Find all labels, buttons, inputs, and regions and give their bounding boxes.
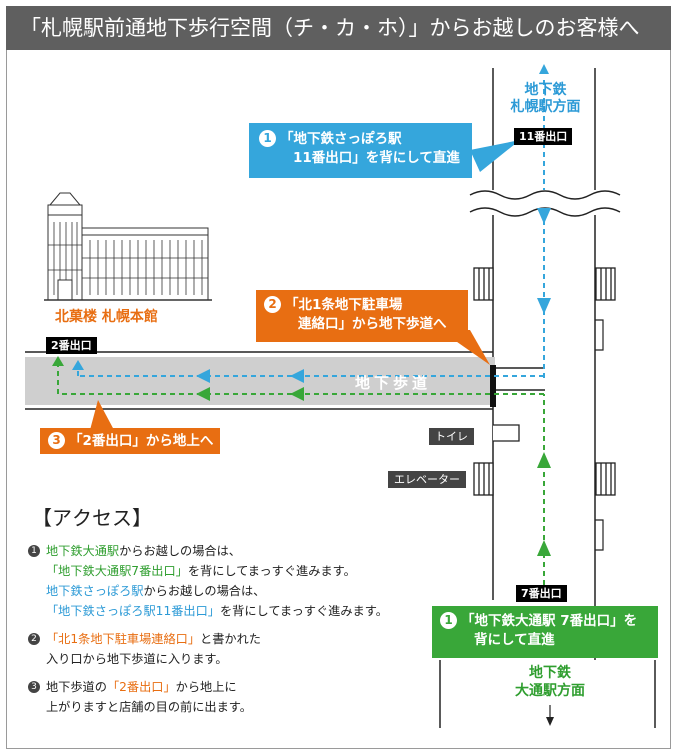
text: 上がりますと店舗の目の前に出ます。 (46, 700, 252, 714)
text-highlight: 地下鉄さっぽろ駅 (46, 584, 144, 598)
exit-7-label: 7番出口 (516, 585, 567, 602)
callout-number: 1 (259, 130, 276, 147)
blue-callout-pointer (470, 140, 520, 172)
callout-sapporo-exit11: 1「地下鉄さっぽろ駅 11番出口」を背にして直進 (249, 123, 472, 178)
building-illustration (44, 192, 212, 301)
south-station-label: 地下鉄 大通駅方面 (490, 664, 610, 700)
bullet-number: 1 (28, 545, 40, 557)
text-highlight: 地下鉄大通駅 (46, 544, 120, 558)
callout-line2: 背にして直進 (474, 632, 555, 648)
callout-line1: 「地下鉄さっぽろ駅 (280, 131, 402, 147)
access-item-3: 3 地下歩道の「2番出口」から地上に 上がりますと店舗の目の前に出ます。 (28, 677, 438, 717)
text: を背にしてまっすぐ進みます。 (219, 604, 388, 618)
access-item-1: 1 地下鉄大通駅からお越しの場合は、 「地下鉄大通駅7番出口」を背にしてまっすぐ… (28, 541, 438, 621)
text: からお越しの場合は、 (143, 584, 266, 598)
callout-line1: 「2番出口」から地上へ (69, 433, 214, 449)
north-station-label: 地下鉄 札幌駅方面 (498, 82, 593, 116)
south-station-line2: 大通駅方面 (515, 683, 585, 699)
callout-number: 3 (48, 432, 65, 449)
callout-number: 2 (264, 296, 281, 313)
map-border (6, 50, 671, 749)
text-highlight: 「地下鉄大通駅7番出口」 (46, 564, 188, 578)
callout-parking-connection: 2「北1条地下駐車場 連絡口」から地下歩道へ (256, 290, 468, 342)
text: からお越しの場合は、 (119, 544, 241, 558)
building-name: 北菓楼 札幌本館 (55, 309, 158, 325)
access-heading: 【アクセス】 (32, 506, 152, 530)
text-highlight: 「北1条地下駐車場連絡口」 (46, 632, 201, 646)
text: を背にしてまっすぐ進みます。 (187, 564, 356, 578)
callout-exit2: 3「2番出口」から地上へ (40, 428, 220, 454)
toilet-label: トイレ (429, 428, 474, 445)
text: 地下歩道の (46, 680, 107, 694)
access-item-2: 2 「北1条地下駐車場連絡口」と書かれた 入り口から地下歩道に入ります。 (28, 629, 438, 669)
exit-11-label: 11番出口 (514, 128, 573, 145)
north-station-line1: 地下鉄 (524, 82, 567, 98)
text: と書かれた (200, 632, 261, 646)
page-title: 「札幌駅前通地下歩行空間（チ・カ・ホ）」からお越しのお客様へ (6, 6, 671, 50)
toilet-alcove (493, 424, 520, 442)
blue-arrow-down-1 (537, 208, 551, 224)
blue-arrow-north (539, 64, 549, 74)
elevator-label: エレベーター (388, 471, 466, 488)
text-highlight: 「2番出口」 (106, 680, 176, 694)
callout-line2: 11番出口」を背にして直進 (293, 150, 460, 166)
south-station-line1: 地下鉄 (529, 665, 571, 681)
parking-connection-entrance (490, 365, 496, 407)
bullet-number: 2 (28, 633, 40, 645)
text: から地上に (175, 680, 237, 694)
callout-line1: 「地下鉄大通駅 7番出口」を (461, 613, 638, 629)
walkway-label: 地下歩道 (355, 374, 432, 392)
callout-odori-exit7: 1「地下鉄大通駅 7番出口」を 背にして直進 (432, 606, 658, 658)
callout-number: 1 (440, 612, 457, 629)
north-station-line2: 札幌駅方面 (510, 99, 581, 115)
underground-walkway (25, 357, 495, 405)
bullet-number: 3 (28, 681, 40, 693)
blue-arrow-down-2 (537, 298, 551, 314)
text-highlight: 「地下鉄さっぽろ駅11番出口」 (46, 604, 220, 618)
callout-line1: 「北1条地下駐車場 (285, 297, 403, 313)
callout-line2: 連絡口」から地下歩道へ (298, 316, 447, 332)
stairs (473, 267, 616, 496)
orange3-callout-pointer (90, 400, 114, 430)
access-section: 【アクセス】 1 地下鉄大通駅からお越しの場合は、 「地下鉄大通駅7番出口」を背… (28, 505, 438, 725)
text: 入り口から地下歩道に入ります。 (46, 652, 228, 666)
exit-2-label: 2番出口 (46, 337, 97, 354)
